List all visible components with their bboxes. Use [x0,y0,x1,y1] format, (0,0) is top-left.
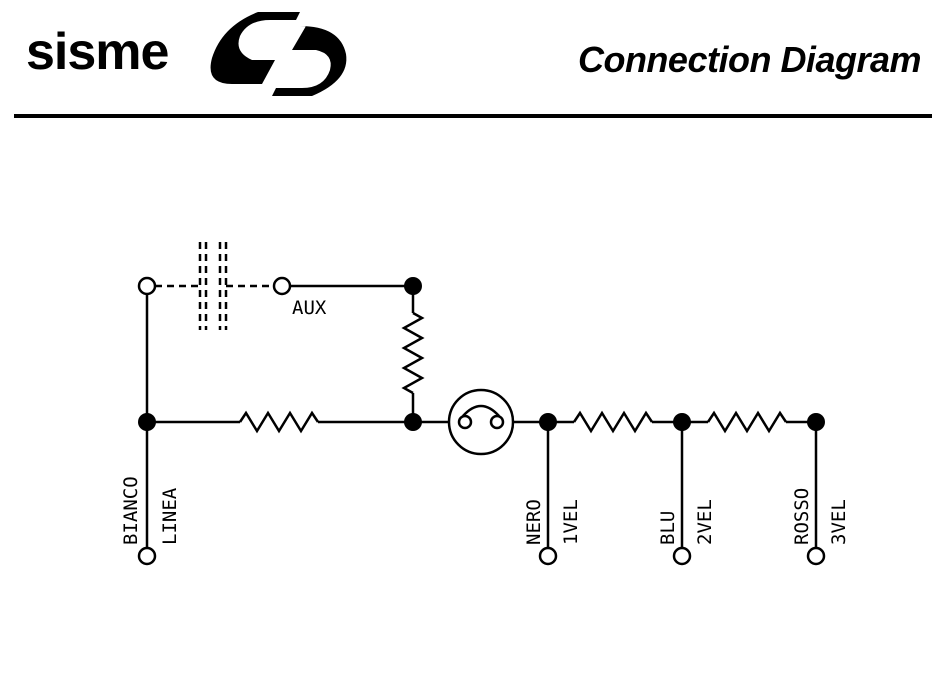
terminal-open [137,276,157,296]
resistor-speed-1 [572,410,654,434]
terminal-nero [538,546,558,566]
header-divider [14,114,932,118]
resistor-speed-2 [706,410,788,434]
junction-dot [539,413,557,431]
label-aux: AUX [292,297,327,319]
junction-dot [404,413,422,431]
label-bianco: BIANCO [120,476,142,545]
resistor-line [238,410,320,434]
sisme-logo-mark [210,12,347,96]
terminal-bianco [137,546,157,566]
junction-dot [404,277,422,295]
terminal-rosso [806,546,826,566]
label-2vel: 2VEL [694,499,716,545]
terminal-aux [272,276,292,296]
junction-dot [807,413,825,431]
label-blu: BLU [657,511,679,545]
label-linea: LINEA [159,487,181,545]
page-title: Connection Diagram [577,39,922,80]
resistor-aux [401,311,425,395]
label-rosso: ROSSO [791,488,813,545]
label-nero: NERO [523,499,545,545]
label-1vel: 1VEL [560,499,582,545]
brand-name: sisme [26,23,169,81]
junction-dot [673,413,691,431]
motor-symbol [447,388,515,456]
junction-dot [138,413,156,431]
label-3vel: 3VEL [828,499,850,545]
terminal-blu [672,546,692,566]
